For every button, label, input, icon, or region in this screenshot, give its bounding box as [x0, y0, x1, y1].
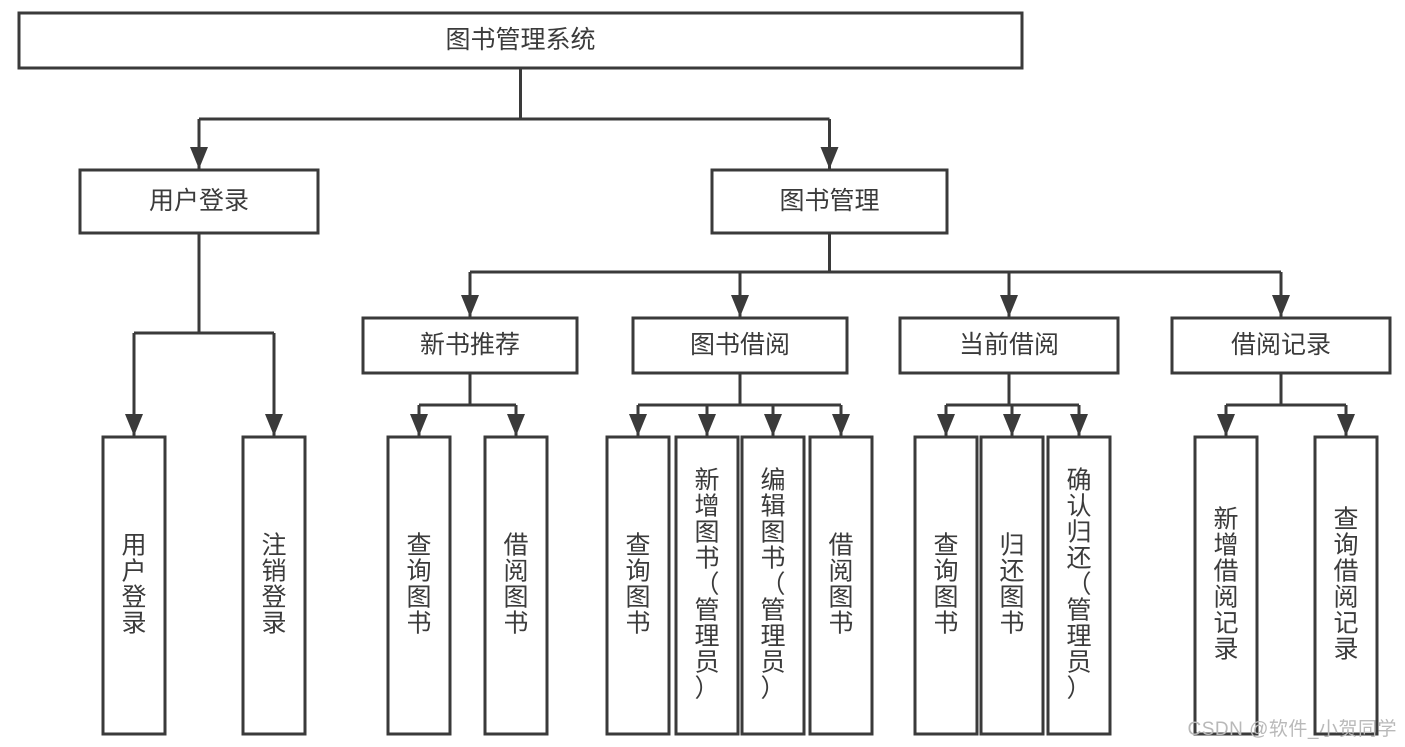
- node-box-new-book-recommend: [361, 316, 579, 375]
- node-leaf-user-logout[interactable]: 注销登录: [241, 435, 307, 736]
- book-manage-to-level3-arrowhead-2: [1000, 295, 1018, 317]
- node-undefined[interactable]: 图书管理系统: [17, 11, 1024, 70]
- node-new-book-recommend[interactable]: 新书推荐: [361, 316, 579, 375]
- borrow-record-to-leaves-arrowhead-1: [1337, 414, 1355, 436]
- book-borrow-to-leaves-arrowhead-1: [698, 414, 716, 436]
- node-label-book-manage: 图书管理: [779, 187, 879, 215]
- node-box-book-manage: [710, 168, 949, 235]
- book-borrow-to-leaves-arrowhead-2: [764, 414, 782, 436]
- current-borrow-to-leaves-arrowhead-0: [937, 414, 955, 436]
- node-box-leaf-query-book-borrow: [605, 435, 671, 736]
- node-box-leaf-query-book-rec: [386, 435, 452, 736]
- book-manage-to-level3-arrowhead-0: [461, 295, 479, 317]
- node-box-leaf-query-book-cur: [913, 435, 979, 736]
- node-label-leaf-borrow-book: 借阅图书: [828, 532, 853, 638]
- node-label-leaf-query-book-cur: 查询图书: [933, 532, 958, 638]
- node-box-leaf-add-borrow-record: [1193, 435, 1259, 736]
- root-to-level2-arrowhead-0: [190, 147, 208, 169]
- node-label-leaf-query-borrow-record: 查询借阅记录: [1333, 506, 1358, 664]
- book-manage-to-level3-arrowhead-3: [1272, 295, 1290, 317]
- node-leaf-borrow-book-rec[interactable]: 借阅图书: [483, 435, 549, 736]
- node-leaf-user-login[interactable]: 用户登录: [101, 435, 167, 736]
- node-box-book-borrow: [631, 316, 849, 375]
- node-label-leaf-add-book-admin: 新增图书（管理员）: [694, 467, 719, 703]
- node-box-leaf-user-logout: [241, 435, 307, 736]
- node-label-leaf-query-book-borrow: 查询图书: [625, 532, 650, 638]
- node-leaf-add-book-admin[interactable]: 新增图书（管理员）: [674, 435, 740, 736]
- node-layer: 图书管理系统用户登录图书管理新书推荐图书借阅当前借阅借阅记录用户登录注销登录查询…: [17, 11, 1392, 736]
- node-box-borrow-record: [1170, 316, 1392, 375]
- node-book-manage[interactable]: 图书管理: [710, 168, 949, 235]
- node-leaf-query-book-rec[interactable]: 查询图书: [386, 435, 452, 736]
- node-box-current-borrow: [898, 316, 1120, 375]
- node-label-leaf-edit-book-admin: 编辑图书（管理员）: [760, 467, 785, 703]
- current-borrow-to-leaves-arrowhead-2: [1070, 414, 1088, 436]
- node-leaf-add-borrow-record[interactable]: 新增借阅记录: [1193, 435, 1259, 736]
- node-box-user-login: [78, 168, 320, 235]
- node-box-leaf-add-book-admin: [674, 435, 740, 736]
- node-user-login[interactable]: 用户登录: [78, 168, 320, 235]
- node-label-leaf-query-book-rec: 查询图书: [406, 532, 431, 638]
- borrow-record-to-leaves-arrowhead-0: [1217, 414, 1235, 436]
- book-borrow-to-leaves-arrowhead-0: [629, 414, 647, 436]
- node-borrow-record[interactable]: 借阅记录: [1170, 316, 1392, 375]
- node-leaf-query-book-borrow[interactable]: 查询图书: [605, 435, 671, 736]
- node-box-leaf-return-book: [979, 435, 1045, 736]
- node-leaf-query-borrow-record[interactable]: 查询借阅记录: [1313, 435, 1379, 736]
- node-label-leaf-return-book: 归还图书: [999, 532, 1024, 638]
- user-login-to-leaves-arrowhead-1: [265, 414, 283, 436]
- node-label-new-book-recommend: 新书推荐: [420, 331, 520, 359]
- new-book-recommend-to-leaves-arrowhead-0: [410, 414, 428, 436]
- node-leaf-confirm-return-admin[interactable]: 确认归还（管理员）: [1046, 435, 1112, 736]
- node-box-leaf-borrow-book: [808, 435, 874, 736]
- node-box-undefined: [17, 11, 1024, 70]
- node-label-leaf-confirm-return-admin: 确认归还（管理员）: [1066, 467, 1091, 703]
- node-leaf-query-book-cur[interactable]: 查询图书: [913, 435, 979, 736]
- node-box-leaf-confirm-return-admin: [1046, 435, 1112, 736]
- node-leaf-borrow-book[interactable]: 借阅图书: [808, 435, 874, 736]
- node-leaf-edit-book-admin[interactable]: 编辑图书（管理员）: [740, 435, 806, 736]
- node-label-leaf-add-borrow-record: 新增借阅记录: [1213, 506, 1238, 664]
- current-borrow-to-leaves-arrowhead-1: [1003, 414, 1021, 436]
- node-box-leaf-query-borrow-record: [1313, 435, 1379, 736]
- book-borrow-to-leaves-arrowhead-3: [832, 414, 850, 436]
- root-to-level2-arrowhead-1: [820, 147, 839, 169]
- node-label-leaf-borrow-book-rec: 借阅图书: [503, 532, 528, 638]
- node-label-user-login: 用户登录: [149, 187, 249, 215]
- node-leaf-return-book[interactable]: 归还图书: [979, 435, 1045, 736]
- node-label-leaf-user-login: 用户登录: [121, 532, 146, 638]
- node-label-leaf-user-logout: 注销登录: [261, 532, 286, 638]
- node-book-borrow[interactable]: 图书借阅: [631, 316, 849, 375]
- connector-layer: [125, 68, 1355, 436]
- node-label-undefined: 图书管理系统: [445, 26, 595, 54]
- node-box-leaf-borrow-book-rec: [483, 435, 549, 736]
- node-box-leaf-user-login: [101, 435, 167, 736]
- node-label-borrow-record: 借阅记录: [1231, 331, 1331, 359]
- node-box-leaf-edit-book-admin: [740, 435, 806, 736]
- node-label-current-borrow: 当前借阅: [959, 331, 1059, 359]
- book-manage-to-level3-arrowhead-1: [731, 295, 749, 317]
- node-current-borrow[interactable]: 当前借阅: [898, 316, 1120, 375]
- user-login-to-leaves-arrowhead-0: [125, 414, 143, 436]
- new-book-recommend-to-leaves-arrowhead-1: [507, 414, 525, 436]
- node-label-book-borrow: 图书借阅: [690, 331, 790, 359]
